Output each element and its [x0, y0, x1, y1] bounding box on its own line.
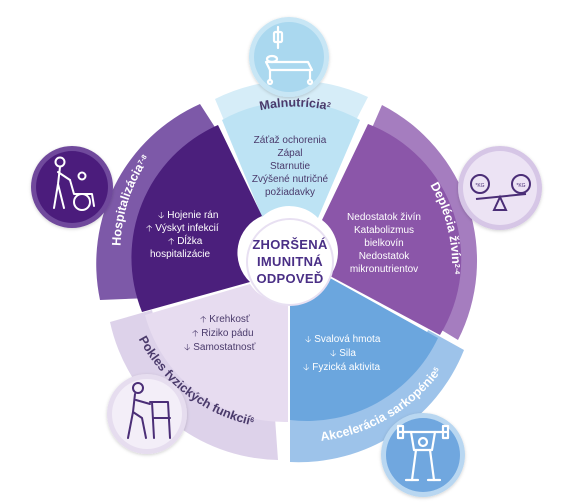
malnutricia-item: požiadavky — [265, 187, 315, 198]
deplecia-item: mikronutrientov — [350, 264, 418, 275]
deplecia-item: Katabolizmus — [354, 225, 414, 236]
elderly-walker-icon — [107, 374, 187, 454]
center-circle — [246, 218, 334, 306]
malnutricia-item: Záťaž ochorenia — [254, 135, 327, 146]
hospitalizacia-items: 🡣 Hojenie rán 🡡 Výskyt infekcií 🡡 Dĺžka … — [146, 210, 219, 260]
sarkopenia-item: 🡣 Svalová hmota — [305, 334, 381, 345]
sarkopenia-item: 🡣 Sila — [330, 348, 356, 359]
center-line-1: ZHORŠENÁ — [252, 237, 328, 252]
deplecia-item: Nedostatok živín — [347, 212, 421, 223]
pokles-item: 🡡 Riziko pádu — [192, 328, 254, 339]
pokles-item: 🡡 Krehkosť — [200, 314, 250, 325]
hospitalizacia-item: 🡡 Výskyt infekcií — [146, 223, 219, 234]
sarkopenia-item: 🡣 Fyzická aktivita — [303, 362, 380, 373]
hospitalizacia-item: 🡡 Dĺžka — [168, 234, 203, 247]
deplecia-item: Nedostatok — [359, 251, 411, 262]
weightlifter-icon — [381, 413, 465, 497]
label-malnutricia: Malnutrícia2 — [258, 95, 331, 113]
scale-right-label: *KG — [516, 183, 525, 189]
inner-segments — [131, 101, 462, 423]
malnutricia-items: Záťaž ochorenia Zápal Starnutie Zvýšené … — [252, 135, 329, 198]
segment-hospitalizacia — [131, 125, 262, 312]
malnutricia-item: Zvýšené nutričné — [252, 174, 329, 185]
pokles-items: 🡡 Krehkosť 🡡 Riziko pádu 🡣 Samostatnosť — [184, 314, 256, 353]
center-line-3: ODPOVEĎ — [256, 271, 323, 286]
sarkopenia-items: 🡣 Svalová hmota 🡣 Sila 🡣 Fyzická aktivit… — [303, 334, 381, 373]
segment-sarkopenia — [290, 278, 438, 421]
segment-pokles — [145, 284, 288, 423]
deplecia-item: bielkovín — [364, 238, 403, 249]
pokles-item: 🡣 Samostatnosť — [184, 342, 256, 353]
wheelchair-caregiver-icon — [31, 146, 113, 228]
deplecia-items: Nedostatok živín Katabolizmus bielkovín … — [347, 212, 421, 275]
scale-weight-icon: *KG *KG — [458, 146, 542, 230]
segment-malnutricia — [222, 101, 360, 218]
center-line-2: IMUNITNÁ — [257, 254, 323, 269]
hospitalizacia-item: hospitalizácie — [150, 249, 210, 260]
scale-left-label: *KG — [475, 183, 484, 189]
hospital-bed-icon — [249, 17, 329, 97]
hospitalizacia-item: 🡣 Hojenie rán — [158, 210, 218, 221]
segment-deplecia — [322, 124, 462, 335]
malnutricia-item: Starnutie — [270, 161, 310, 172]
malnutricia-item: Zápal — [277, 148, 302, 159]
